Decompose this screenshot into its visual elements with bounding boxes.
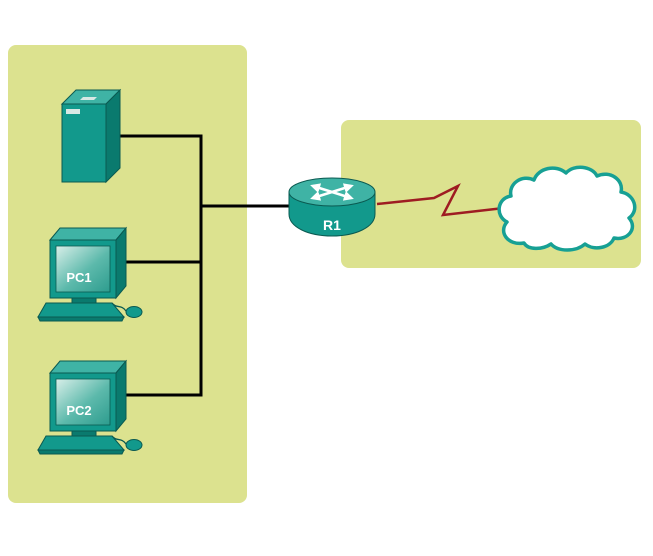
internet-cloud-node <box>497 165 637 252</box>
router-label: R1 <box>323 217 341 233</box>
router-node: R1 <box>288 177 376 237</box>
pc1-node: PC1 <box>37 227 143 322</box>
serial-link <box>376 183 505 217</box>
server-node <box>60 88 122 184</box>
pc2-label: PC2 <box>66 403 91 418</box>
pc2-node: PC2 <box>37 360 143 455</box>
lan-zone <box>8 45 247 503</box>
cloud-icon <box>497 165 637 252</box>
server-drive-slot <box>66 109 80 114</box>
ethernet-links <box>106 134 294 397</box>
pc1-label: PC1 <box>66 270 91 285</box>
